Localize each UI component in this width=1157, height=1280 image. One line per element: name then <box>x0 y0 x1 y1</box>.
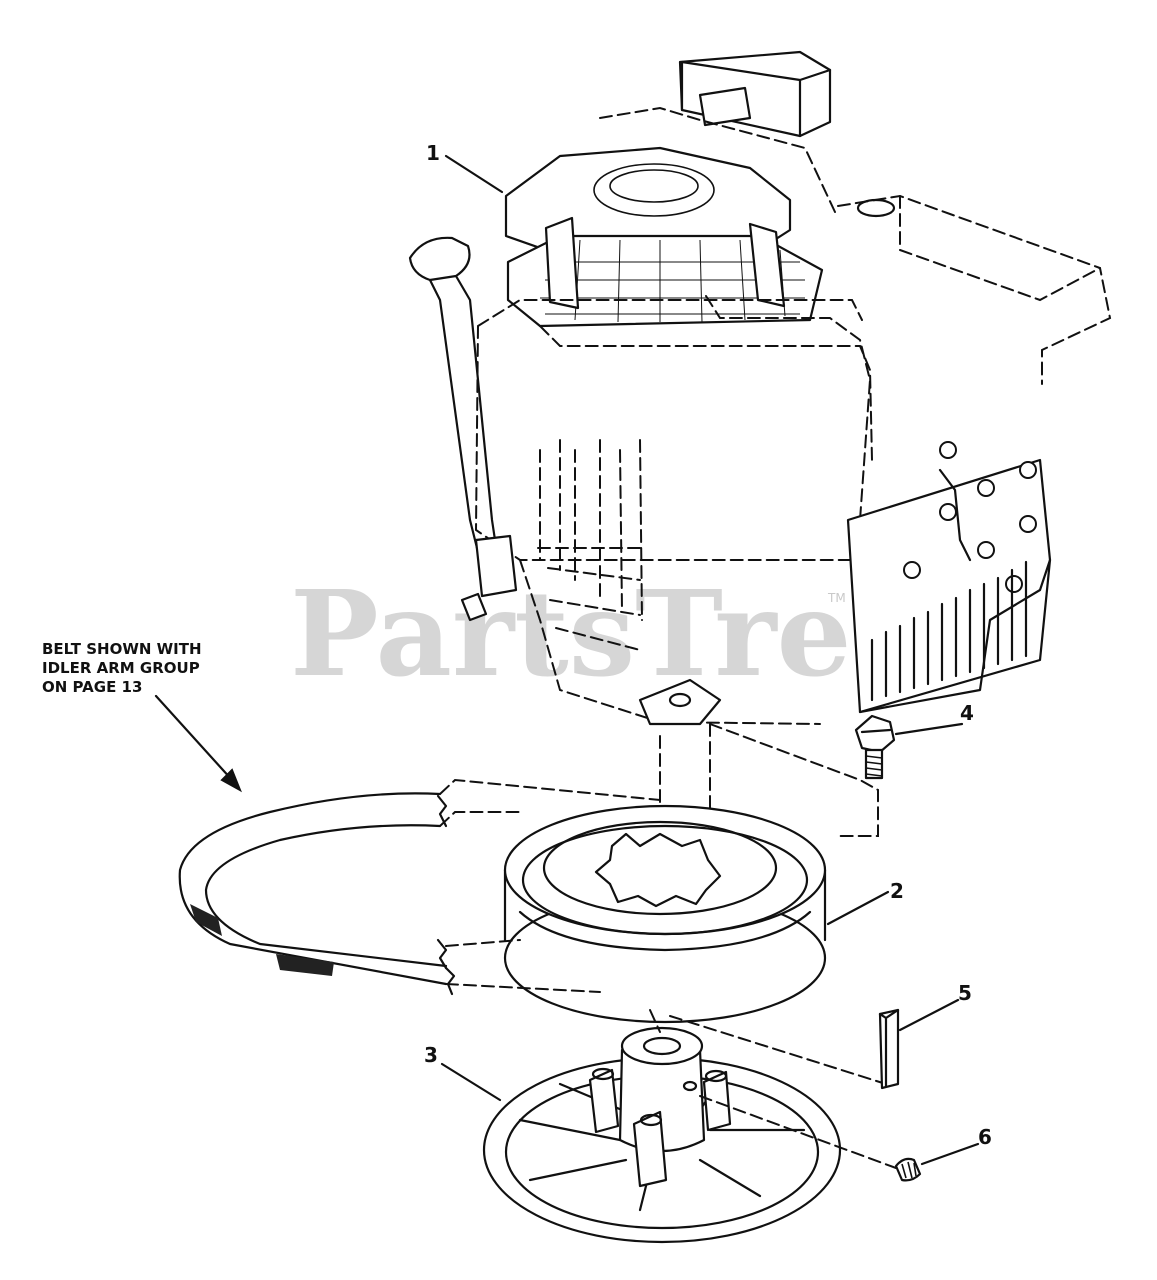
bolt-drawing <box>709 714 896 861</box>
callout-1-number: 1 <box>426 141 440 165</box>
callout-4-number: 4 <box>960 701 974 725</box>
callout-5: 5 <box>898 981 972 1032</box>
callout-4: 4 <box>894 701 974 736</box>
callout-3: 3 <box>424 1043 502 1102</box>
callout-5-number: 5 <box>958 981 972 1005</box>
watermark: PartsTree <box>290 564 927 703</box>
set-screw-drawing <box>894 1157 922 1182</box>
callout-6-number: 6 <box>978 1125 992 1149</box>
callout-2-number: 2 <box>890 879 904 903</box>
belt-note-line-1: BELT SHOWN WITH <box>42 640 202 658</box>
belt-note-line-2: IDLER ARM GROUP <box>42 659 200 677</box>
callout-1: 1 <box>426 141 504 194</box>
belt-note-arrow <box>154 694 242 793</box>
watermark-trademark: TM <box>827 591 846 605</box>
belt-note-line-3: ON PAGE 13 <box>42 678 143 696</box>
key-drawing <box>878 1008 900 1090</box>
callout-2: 2 <box>826 879 904 926</box>
callout-3-number: 3 <box>424 1043 438 1067</box>
engine-drawing <box>408 50 1112 841</box>
pulley-drawing <box>503 804 827 1024</box>
belt-drawing <box>178 778 661 996</box>
hub-drawing <box>482 1009 897 1244</box>
callout-6: 6 <box>920 1125 992 1166</box>
